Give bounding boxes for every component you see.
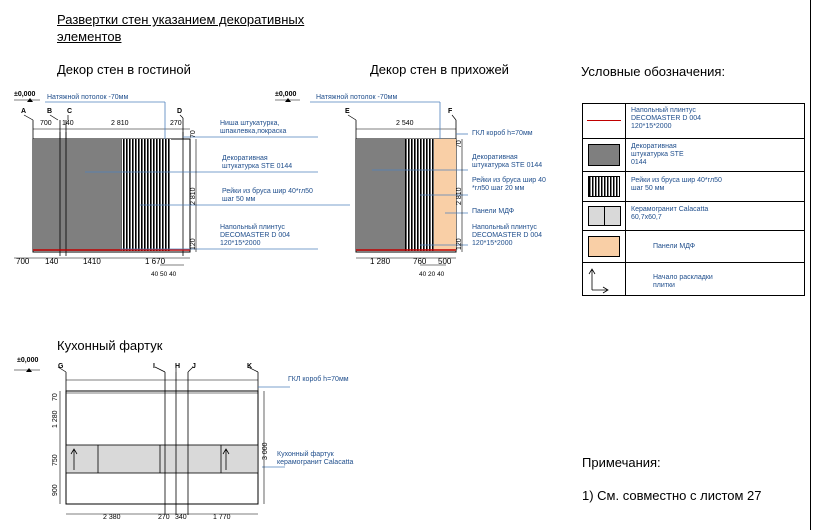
note-1: 1) См. совместно с листом 27 <box>582 488 762 503</box>
hall-wall-elevation <box>275 98 468 266</box>
living-right-dim-2: 2 810 <box>190 187 197 205</box>
kitchen-left-dim-2: 1 280 <box>52 410 59 428</box>
kitchen-bottom-dim-2: 270 <box>158 514 170 521</box>
living-level-mark: ±0,000 <box>14 91 36 98</box>
kitchen-bottom-dim-4: 1 770 <box>213 514 231 521</box>
kitchen-heading: Кухонный фартук <box>57 338 163 353</box>
living-slats-area <box>121 139 171 251</box>
hall-plaster-area <box>356 139 405 251</box>
living-bottom-dim-3: 1410 <box>83 257 101 266</box>
axis-H: H <box>175 363 181 370</box>
sheet-title-line2: элементов <box>57 29 122 44</box>
kitchen-left-dim-3: 750 <box>52 454 59 466</box>
living-bottom-dim-2: 140 <box>45 257 59 266</box>
sheet-frame-line <box>810 0 811 530</box>
legend-symbol-skirting <box>583 104 626 138</box>
axis-J: J <box>192 363 196 370</box>
kitchen-left-dim-4: 900 <box>52 484 59 496</box>
living-wall-elevation <box>14 98 350 266</box>
hall-note-slats: Рейки из бруса шир 40*гл50 шаг 20 мм <box>472 177 546 192</box>
hall-right-dim-1: 70 <box>456 140 463 148</box>
kitchen-apron-elevation <box>14 366 290 515</box>
legend-heading: Условные обозначения: <box>581 64 726 79</box>
axis-G: G <box>58 363 64 370</box>
axis-I: I <box>153 363 155 370</box>
kitchen-bottom-dim-3: 340 <box>175 514 187 521</box>
living-room-heading: Декор стен в гостиной <box>57 62 191 77</box>
axis-E: E <box>345 108 350 115</box>
kitchen-tile-band <box>65 444 259 474</box>
living-bottom-dim-1: 700 <box>16 257 30 266</box>
living-top-dim-1: 700 <box>40 120 52 127</box>
hall-ceiling-label: Натяжной потолок -70мм <box>316 94 398 101</box>
living-right-dim-3: 120 <box>190 238 197 250</box>
axis-A: A <box>21 108 27 115</box>
hall-heading: Декор стен в прихожей <box>370 62 509 77</box>
hall-bottom-dim-3: 500 <box>438 257 452 266</box>
axis-B: B <box>47 108 53 115</box>
living-top-dim-4: 270 <box>170 120 182 127</box>
legend-symbol-tiles <box>583 202 626 230</box>
legend-row-mdf: Панели МДФ <box>583 231 804 263</box>
living-bottom-subdims: 40 50 40 <box>151 271 177 278</box>
notes-heading: Примечания: <box>582 455 661 470</box>
living-plaster-area <box>33 139 121 251</box>
hall-note-mdf: Панели МДФ <box>472 208 515 215</box>
living-bottom-dim-4: 1 670 <box>145 257 166 266</box>
tile-start-arrow-icon <box>588 268 609 294</box>
axis-C: C <box>67 108 73 115</box>
hall-right-dim-2: 2 810 <box>456 187 463 205</box>
kitchen-level-mark: ±0,000 <box>17 357 39 364</box>
living-right-dim-1: 70 <box>190 130 197 138</box>
living-top-dim-2: 140 <box>62 120 74 127</box>
legend-symbol-plaster <box>583 139 626 171</box>
sheet-title-line1: Развертки стен указанием декоративных <box>57 12 305 27</box>
kitchen-left-dim-1: 70 <box>52 393 59 401</box>
hall-bottom-subdims: 40 20 40 <box>419 271 445 278</box>
living-ceiling-label: Натяжной потолок -70мм <box>47 94 129 101</box>
kitchen-bottom-dim-1: 2 380 <box>103 514 121 521</box>
axis-K: K <box>247 363 253 370</box>
hall-top-dim-1: 2 540 <box>396 120 414 127</box>
legend-symbol-arrow <box>583 263 626 295</box>
hall-bottom-dim-1: 1 280 <box>370 257 391 266</box>
hall-level-mark: ±0,000 <box>275 91 297 98</box>
hall-note-gkl: ГКЛ короб h=70мм <box>472 130 533 137</box>
kitchen-note-gkl: ГКЛ короб h=70мм <box>288 376 349 383</box>
kitchen-right-dim: 3 000 <box>262 442 269 460</box>
axis-F: F <box>448 108 453 115</box>
hall-bottom-dim-2: 760 <box>413 257 427 266</box>
living-note-niche: Ниша штукатурка,шпаклевка,покраска <box>220 120 287 135</box>
living-top-dim-3: 2 810 <box>111 120 129 127</box>
hall-right-dim-3: 120 <box>456 238 463 250</box>
legend-symbol-mdf <box>583 231 626 262</box>
axis-D: D <box>177 108 183 115</box>
legend-text-mdf: Панели МДФ <box>653 243 696 250</box>
legend-symbol-slats <box>583 172 626 201</box>
